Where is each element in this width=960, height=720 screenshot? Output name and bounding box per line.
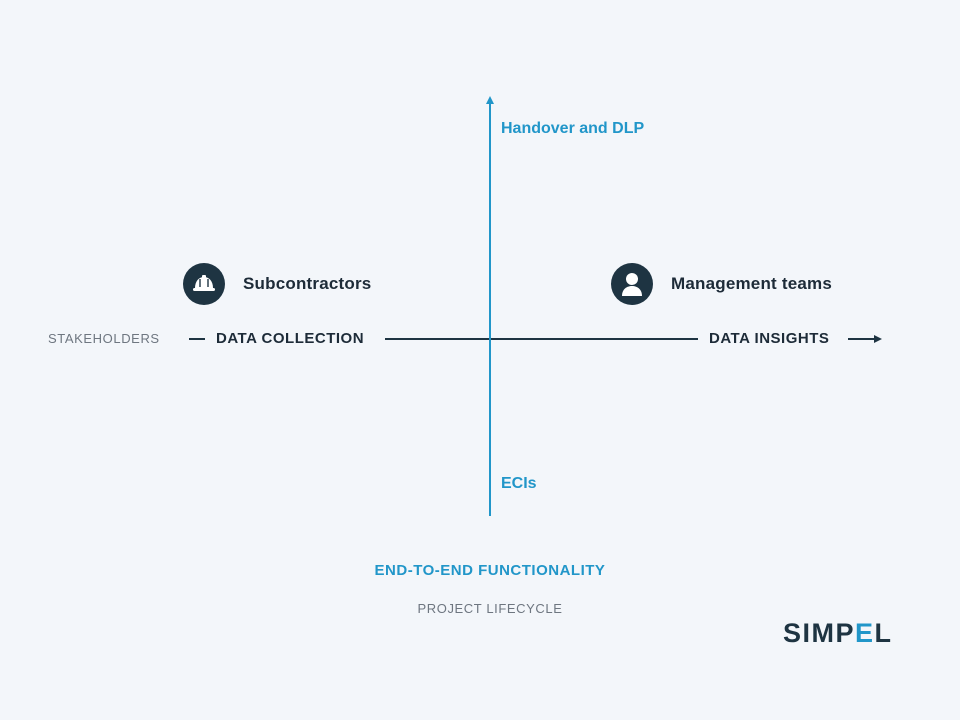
person-icon bbox=[611, 263, 653, 305]
stakeholders-label: STAKEHOLDERS bbox=[48, 331, 160, 346]
data-insights-label: DATA INSIGHTS bbox=[709, 330, 830, 347]
project-lifecycle-subtitle: PROJECT LIFECYCLE bbox=[417, 601, 563, 616]
data-collection-label: DATA COLLECTION bbox=[216, 330, 365, 347]
logo-accent-letter: E bbox=[855, 618, 875, 648]
persona-name: Subcontractors bbox=[243, 274, 372, 293]
vertical-arrowhead bbox=[486, 96, 494, 104]
logo-part2: L bbox=[874, 618, 893, 648]
handover-label: Handover and DLP bbox=[501, 120, 645, 137]
end-to-end-title: END-TO-END FUNCTIONALITY bbox=[374, 562, 606, 579]
simpel-logo: SIMPEL bbox=[783, 620, 893, 647]
persona-name: Management teams bbox=[671, 274, 832, 293]
persona-subcontractors: Subcontractors bbox=[183, 263, 371, 305]
persona-management-teams: Management teams bbox=[611, 263, 832, 305]
horizontal-arrowhead bbox=[874, 335, 882, 343]
hard-hat-icon bbox=[183, 263, 225, 305]
logo-part1: SIMP bbox=[783, 618, 856, 648]
ecis-label: ECIs bbox=[501, 475, 537, 492]
